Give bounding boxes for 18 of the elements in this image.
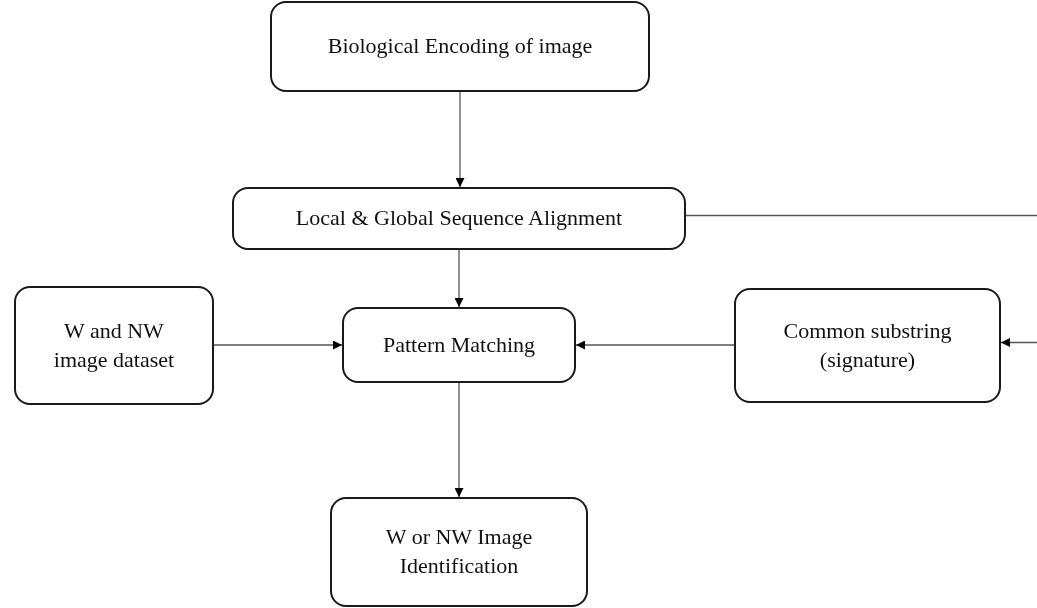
process-box xyxy=(330,497,588,607)
process-box xyxy=(232,187,686,250)
box-label: W and NW image dataset xyxy=(52,316,176,374)
arrow xyxy=(575,340,735,350)
arrow xyxy=(455,91,465,188)
process-box xyxy=(14,286,214,405)
process-box xyxy=(342,307,576,383)
arrow xyxy=(454,249,464,308)
box-label: W or NW Image Identification xyxy=(384,523,534,580)
process-box xyxy=(734,288,1001,403)
box-label: Biological Encoding of image xyxy=(327,32,593,61)
box-label: Pattern Matching xyxy=(382,330,536,359)
arrow xyxy=(1000,338,1037,347)
process-box xyxy=(270,1,650,92)
box-label: Common substring (signature) xyxy=(782,316,953,374)
arrow xyxy=(454,382,464,498)
arrow xyxy=(213,340,343,350)
box-label: Local & Global Sequence Alignment xyxy=(295,204,623,233)
